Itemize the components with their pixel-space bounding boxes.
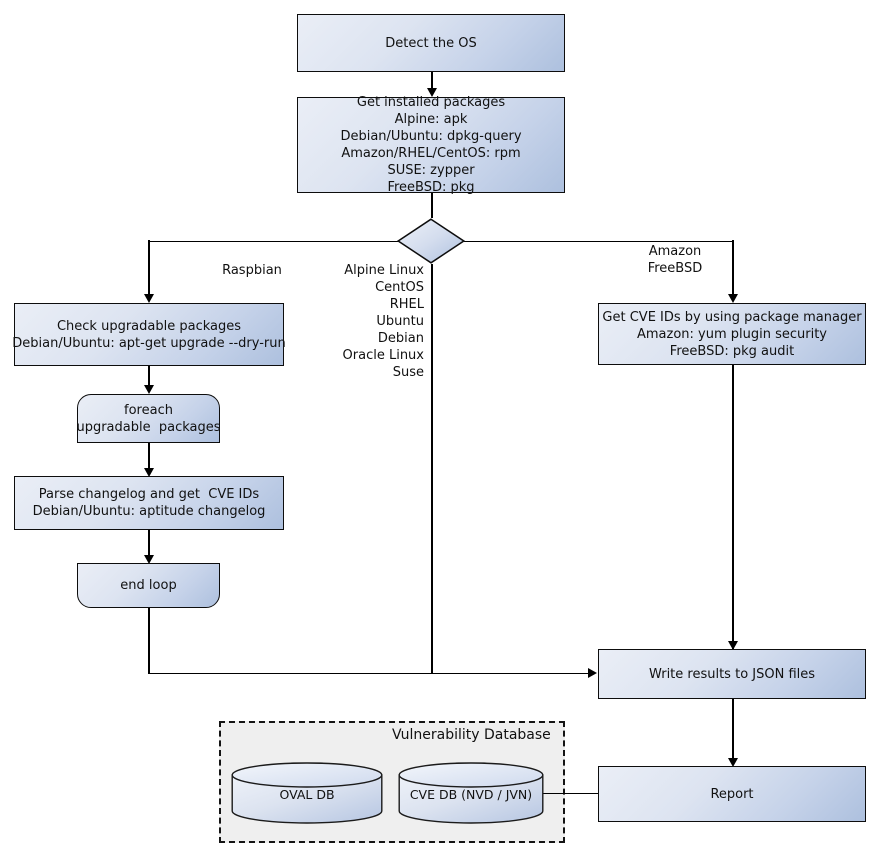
edge-decision-left-horizontal: [148, 240, 400, 243]
node-write-results[interactable]: Write results to JSON files: [598, 649, 866, 699]
edge-decision-left-vertical: [148, 240, 150, 300]
node-os-decision[interactable]: [396, 218, 466, 264]
cve-db-label: CVE DB (NVD / JVN): [409, 787, 533, 802]
arrowhead-end-loop: [143, 555, 154, 564]
node-detect-os[interactable]: Detect the OS: [297, 14, 565, 72]
arrowhead-foreach: [143, 385, 154, 394]
arrowhead-report: [727, 758, 738, 767]
edge-packages-to-decision: [431, 193, 433, 218]
vulnerability-database-title: Vulnerability Database: [392, 727, 551, 743]
edge-endloop-to-rail: [148, 608, 150, 674]
edge-foreach-to-parse: [148, 443, 150, 473]
arrowhead-get-cve-ids: [727, 294, 738, 303]
edge-bottom-rail: [148, 672, 593, 675]
edge-cve-to-write: [732, 365, 734, 649]
oval-db-label: OVAL DB: [279, 787, 335, 802]
edge-label-amazon-freebsd: Amazon FreeBSD: [647, 244, 703, 276]
node-parse-changelog[interactable]: Parse changelog and get CVE IDs Debian/U…: [14, 476, 284, 530]
edge-write-to-report: [732, 699, 734, 764]
arrowhead-write-results-top: [727, 641, 738, 650]
arrowhead-parse-changelog: [143, 468, 154, 477]
edge-decision-right-horizontal: [464, 240, 733, 243]
cve-db-cylinder: [398, 762, 544, 824]
oval-db-label-wrap: OVAL DB: [231, 787, 383, 803]
cve-db-label-wrap: CVE DB (NVD / JVN): [398, 787, 544, 803]
oval-db-cylinder: [231, 762, 383, 824]
node-report[interactable]: Report: [598, 766, 866, 822]
edge-check-to-foreach: [148, 366, 150, 390]
node-foreach-loop[interactable]: foreach upgradable packages: [76, 394, 221, 443]
edge-detect-to-packages: [431, 72, 433, 93]
node-check-upgradable-packages[interactable]: Check upgradable packages Debian/Ubuntu:…: [12, 303, 286, 366]
node-get-installed-packages[interactable]: Get installed packages Alpine: apk Debia…: [297, 95, 565, 195]
edge-parse-to-endloop: [148, 530, 150, 560]
arrowhead-check-upgradable: [143, 294, 154, 303]
edge-decision-right-vertical: [732, 240, 734, 300]
edge-label-raspbian: Raspbian: [222, 263, 282, 278]
edge-decision-middle-vertical: [431, 264, 433, 674]
node-get-cve-ids[interactable]: Get CVE IDs by using package manager Ama…: [598, 303, 866, 365]
node-end-loop[interactable]: end loop: [77, 563, 220, 608]
edge-label-os-list: Alpine Linux CentOS RHEL Ubuntu Debian O…: [342, 263, 424, 380]
edge-cvedb-to-report: [543, 792, 599, 795]
arrowhead-packages: [426, 88, 437, 97]
arrowhead-write-results-left: [588, 668, 597, 678]
